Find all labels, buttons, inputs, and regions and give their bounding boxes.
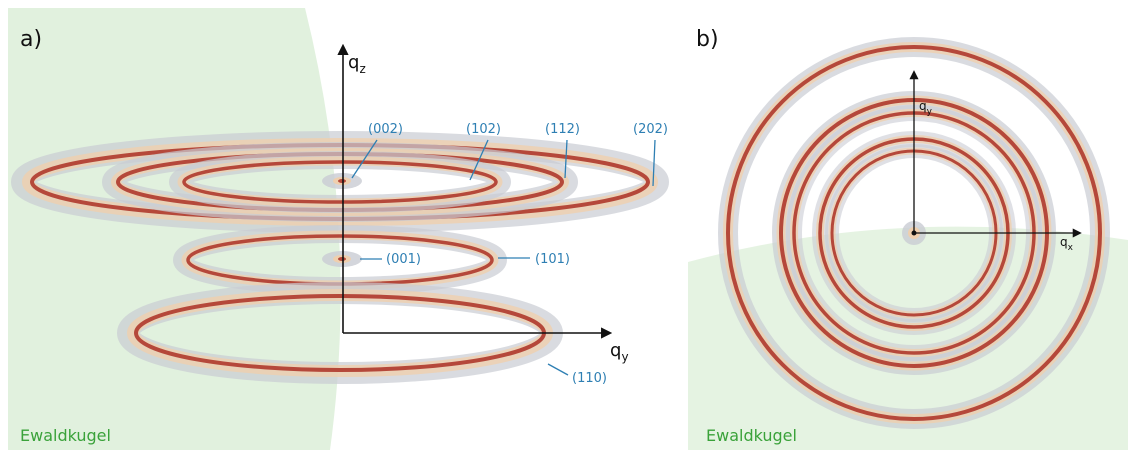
reflection-label: (202) [633,122,668,137]
reflection-label: (110) [572,371,607,386]
spot-002 [322,173,362,189]
ring-b-outer [718,37,1110,429]
spot-001 [322,251,362,267]
reflection-label: (112) [545,122,580,137]
panel-label-b: b) [696,27,719,52]
ring-102 [169,151,511,213]
qy-label-b: qy [919,99,933,117]
reflection-label: (002) [368,122,403,137]
panel-label-a: a) [20,27,42,52]
ewald-label-b: Ewaldkugel [706,426,797,445]
reflection-label: (102) [466,122,501,137]
ewald-label-a: Ewaldkugel [20,426,111,445]
reflection-label: (101) [535,252,570,267]
ewald-sphere-a [8,8,341,450]
leader-lines-a [351,139,656,376]
qx-label-b: qx [1060,235,1074,253]
qz-label: qz [348,52,366,76]
panel-a: qz qy (002) (102) (112) (202) (001) (101… [8,8,669,450]
qy-label-a: qy [610,340,629,364]
rings-a [11,131,669,384]
reflection-label: (001) [386,252,421,267]
panel-b: qy qx b) Ewaldkugel [688,27,1128,450]
